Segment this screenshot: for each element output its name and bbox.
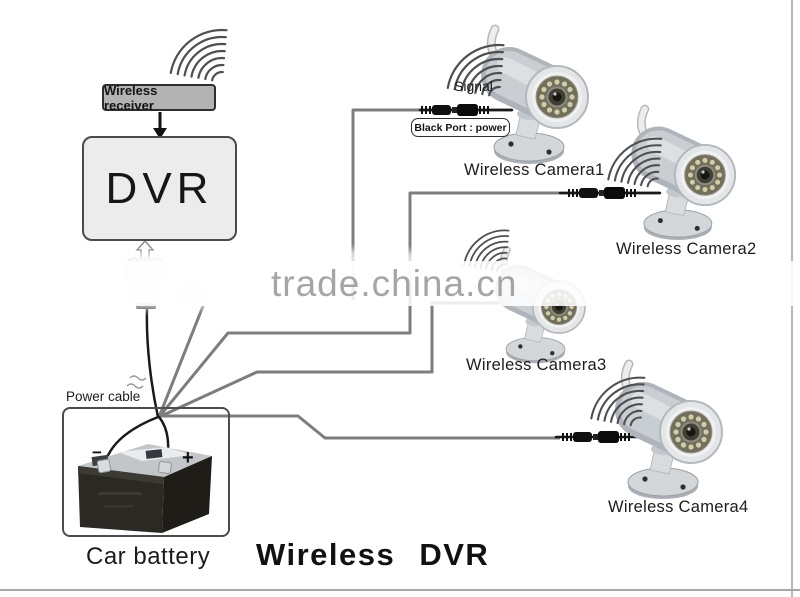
battery-minus-sign: −	[92, 443, 102, 462]
camera2-label: Wireless Camera2	[616, 240, 757, 258]
arrow-receiver-to-dvr	[153, 112, 167, 139]
wireless-receiver-box: Wireless receiver	[102, 83, 216, 113]
camera1-label: Wireless Camera1	[464, 161, 605, 179]
wire-camera3	[158, 301, 500, 419]
signal-label: Signal	[454, 78, 493, 94]
cable-dvr-power	[145, 306, 160, 419]
battery-plus-sign: +	[182, 447, 194, 469]
blur-blob	[128, 252, 174, 310]
blur-blob	[176, 280, 216, 308]
page-title: Wireless DVR	[256, 537, 490, 572]
dvr-box: DVR	[82, 136, 237, 241]
power-cable-label: Power cable	[66, 389, 141, 404]
blur-blob	[342, 249, 380, 279]
receiver-wifi-icon	[169, 28, 228, 82]
battery-photo: − +	[78, 443, 212, 533]
camera2-photo	[641, 109, 735, 240]
blur-blob	[392, 251, 426, 281]
camera3-label: Wireless Camera3	[466, 356, 607, 374]
black-port-callout: Black Port : power	[411, 118, 510, 137]
camera4-label: Wireless Camera4	[608, 498, 749, 516]
watermark-text: trade.china.cn	[271, 263, 518, 304]
wire-camera2	[157, 191, 660, 418]
wire-dvr-branch	[157, 295, 209, 418]
car-battery-label: Car battery	[86, 543, 211, 570]
battery-frame	[62, 407, 230, 537]
camera1-photo	[491, 29, 588, 164]
cable-break-marks	[126, 375, 147, 389]
